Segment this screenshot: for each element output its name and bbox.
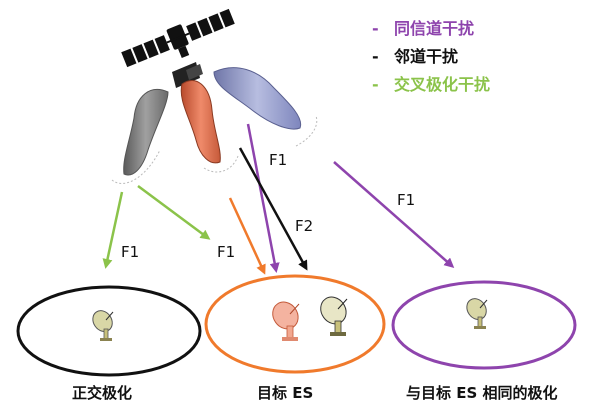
label-f1-orange: F1: [217, 243, 236, 261]
dish-antenna-target-icon: [320, 296, 348, 336]
blue-beam: [213, 67, 302, 130]
satellite-icon: [121, 8, 235, 68]
caption-orthogonal: 正交极化: [72, 384, 133, 402]
legend-cross-pol-label: 交叉极化干扰: [394, 75, 491, 94]
legend-adjacent-dash: -: [372, 47, 379, 66]
cross-pol-arrow-right: [137, 184, 211, 240]
label-f1-purple-long: F1: [397, 191, 416, 209]
label-f1-green: F1: [121, 243, 140, 261]
legend-co-channel: -同信道干扰: [372, 15, 474, 39]
co-channel-arrow-short: [246, 123, 280, 273]
label-f2-black: F2: [295, 217, 314, 235]
target-es-area: [204, 274, 386, 374]
feed-horn-icon: [172, 62, 203, 88]
legend-co-channel-dash: -: [372, 19, 379, 38]
legend-cross-pol: -交叉极化干扰: [372, 71, 490, 95]
dish-antenna-same-pol-icon: [466, 298, 488, 329]
orange-beam: [180, 79, 221, 164]
dish-antenna-target-orange-icon: [272, 301, 300, 341]
caption-target-es: 目标 ES: [257, 384, 314, 402]
co-channel-arrow-long: [333, 161, 455, 268]
target-arrow: [228, 197, 266, 275]
legend-co-channel-label: 同信道干扰: [394, 19, 475, 38]
legend-adjacent: -邻道干扰: [372, 43, 458, 67]
caption-same-pol: 与目标 ES 相同的极化: [406, 384, 558, 402]
orthogonal-pol-area: [16, 285, 202, 377]
label-f1-purple-short: F1: [269, 151, 288, 169]
same-pol-area: [391, 280, 577, 370]
legend-cross-pol-dash: -: [372, 75, 379, 94]
beam-outline: [111, 115, 318, 184]
dish-antenna-icon: [92, 310, 114, 341]
adjacent-channel-arrow: [238, 147, 308, 271]
cross-pol-arrow-left: [102, 191, 124, 269]
grey-beam: [123, 89, 169, 176]
legend-adjacent-label: 邻道干扰: [394, 47, 459, 66]
